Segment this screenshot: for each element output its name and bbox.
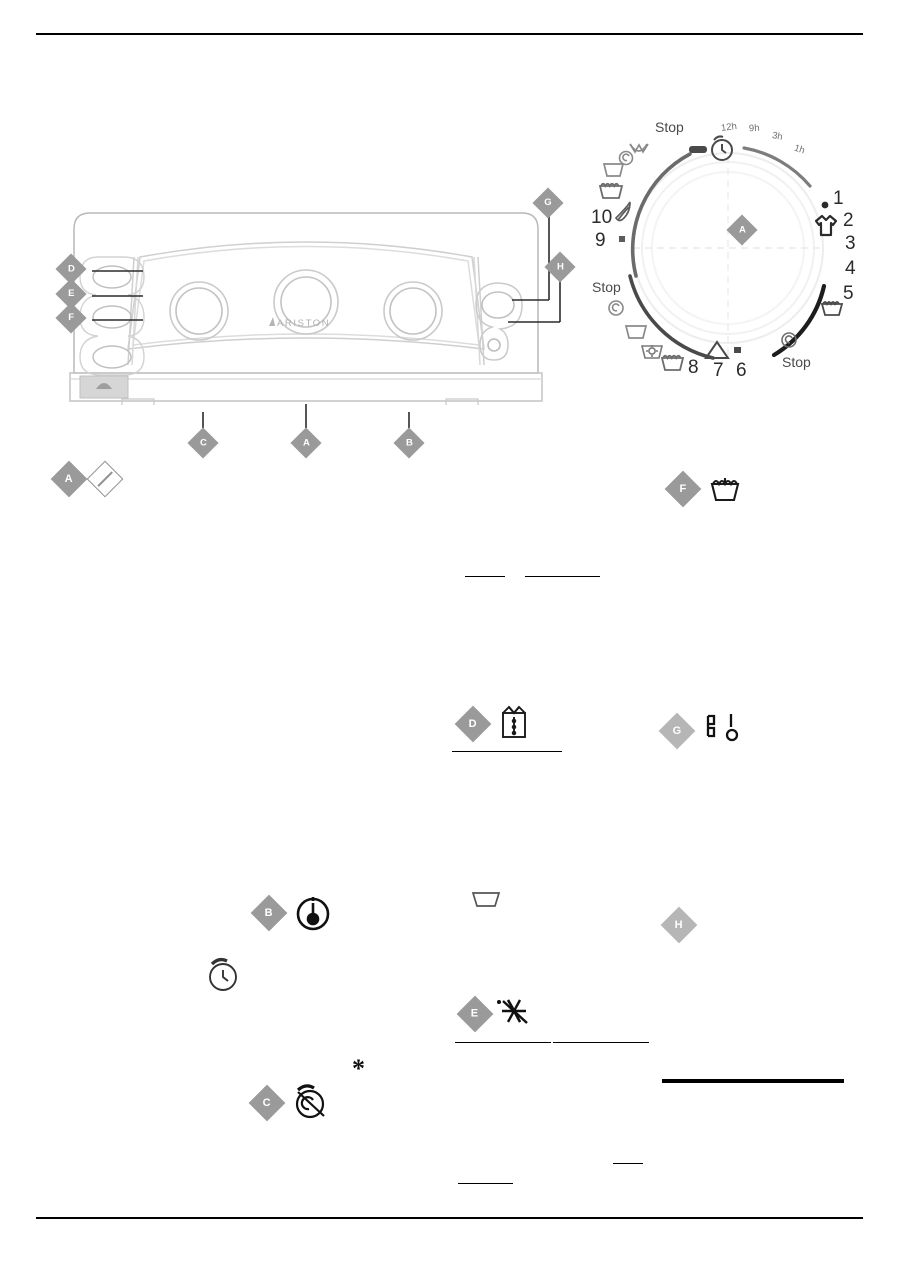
callout-c: C — [187, 427, 219, 459]
power-on-off-icon — [706, 714, 739, 742]
easy-iron-shirt-icon — [502, 705, 526, 738]
text-rule-3 — [452, 751, 562, 753]
legend-marker-a: A — [50, 460, 88, 498]
dial-label-9: 9 — [595, 230, 606, 251]
spiral-spin-icon-right — [781, 332, 797, 348]
dial-label-6: 6 — [736, 360, 747, 381]
delay-timer-icon — [711, 135, 733, 161]
empty-tub-icon — [471, 892, 501, 907]
temperature-dial-icon — [296, 897, 330, 931]
wash-tub-icon-ul — [598, 182, 624, 199]
dial-label-8: 8 — [688, 357, 699, 378]
callout-h: H — [544, 251, 576, 283]
dial-label-2: 2 — [843, 210, 854, 231]
delay-label-12h: 12h — [720, 121, 738, 134]
on-off-button-g[interactable] — [481, 291, 515, 319]
dial-stop-lower-left: Stop — [592, 279, 621, 295]
legend-marker-e: E — [456, 995, 494, 1033]
callout-b: B — [393, 427, 425, 459]
text-rule-8 — [458, 1183, 513, 1185]
text-rule-2 — [525, 576, 600, 578]
svg-text:ARISTON: ARISTON — [277, 318, 330, 329]
t-shirt-icon — [814, 214, 838, 237]
crossed-out-star-icon — [497, 999, 528, 1024]
spin-knob-c — [169, 281, 229, 341]
control-panel-illustration: ARISTON — [66, 205, 546, 405]
programme-selector-dial[interactable] — [578, 108, 878, 398]
temperature-knob-b — [383, 281, 443, 341]
easy-iron-button-d[interactable] — [92, 265, 132, 289]
extra-rinse-button-f[interactable] — [92, 345, 132, 369]
spiral-spin-icon-ul — [618, 150, 634, 166]
legend-marker-h: H — [660, 906, 698, 944]
small-square-icon-ll — [734, 347, 741, 353]
text-rule-7 — [613, 1163, 643, 1165]
dial-label-7: 7 — [713, 360, 724, 381]
no-spin-crossed-icon — [295, 1084, 325, 1119]
text-rule-4 — [455, 1042, 551, 1044]
legend-marker-f: F — [664, 470, 702, 508]
text-rule-6 — [662, 1079, 844, 1083]
asterisk-footnote: * — [352, 1054, 365, 1083]
dial-label-10: 10 — [591, 207, 613, 228]
no-spin-button-e[interactable] — [92, 305, 132, 329]
footer-rule — [36, 1217, 863, 1219]
dot-marker-icon — [821, 201, 829, 209]
tub-outline-icon-ul — [602, 163, 625, 177]
dial-label-5: 5 — [843, 283, 854, 304]
text-rule-1 — [465, 576, 505, 578]
spiral-spin-icon-ll — [608, 300, 624, 316]
tumble-dry-triangle-icon — [704, 340, 730, 359]
legend-marker-d: D — [454, 705, 492, 743]
wash-tub-icon — [820, 301, 844, 316]
small-square-icon-ul — [619, 236, 625, 242]
eco-leaf-icon — [614, 201, 631, 222]
delay-timer-clock-icon — [209, 957, 237, 991]
dial-label-1: 1 — [833, 188, 844, 209]
bar-marker-icon — [689, 146, 707, 153]
dial-stop-right: Stop — [782, 354, 811, 370]
programme-knob-a — [273, 269, 339, 335]
wash-tub-icon — [710, 478, 740, 502]
hand-wash-icon — [629, 143, 649, 154]
delicate-flower-tub-icon — [640, 345, 664, 359]
start-indicator-h — [487, 338, 501, 352]
legend-marker-c: C — [248, 1084, 286, 1122]
header-rule — [36, 33, 863, 36]
legend-marker-b: B — [250, 894, 288, 932]
text-rule-5 — [553, 1042, 649, 1044]
wash-tub-icon-ll — [660, 354, 685, 371]
brand-logo: ARISTON — [269, 317, 330, 329]
delay-label-3h: 3h — [771, 130, 784, 143]
dial-stop-upper-left: Stop — [655, 119, 684, 135]
tub-outline-icon-ll — [624, 325, 648, 339]
callout-a: A — [290, 427, 322, 459]
delay-label-9h: 9h — [748, 122, 760, 135]
legend-marker-g: G — [658, 712, 696, 750]
dial-label-4: 4 — [845, 258, 856, 279]
dial-label-3: 3 — [845, 233, 856, 254]
diamond-exclamation-icon — [86, 460, 124, 498]
